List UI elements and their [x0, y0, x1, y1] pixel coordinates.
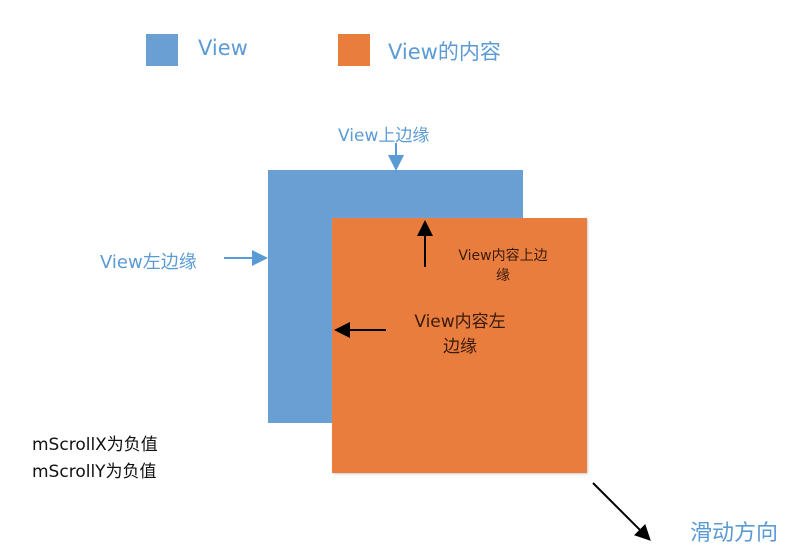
content-top-label-line2: 缘: [496, 268, 510, 284]
content-left-label-line2: 边缘: [443, 337, 477, 357]
legend-swatch-view: [146, 34, 178, 66]
view-left-label: View左边缘: [100, 252, 197, 273]
content-top-label-line1: View内容上边: [458, 248, 548, 264]
scroll-x-label: mScrollX为负值: [32, 435, 158, 455]
scroll-y-label: mScrollY为负值: [32, 462, 157, 482]
content-rect: [332, 218, 587, 473]
direction-label: 滑动方向: [690, 521, 779, 546]
legend-label-content: View的内容: [388, 40, 501, 64]
scroll-values: mScrollX为负值 mScrollY为负值: [32, 432, 158, 486]
content-top-label: View内容上边 缘: [443, 245, 563, 285]
legend-swatch-content: [338, 34, 370, 66]
legend-label-view: View: [198, 36, 248, 60]
content-left-label-line1: View内容左: [414, 312, 506, 332]
view-top-label: View上边缘: [338, 126, 430, 146]
content-left-label: View内容左 边缘: [400, 307, 520, 357]
direction-arrow: [592, 482, 651, 541]
